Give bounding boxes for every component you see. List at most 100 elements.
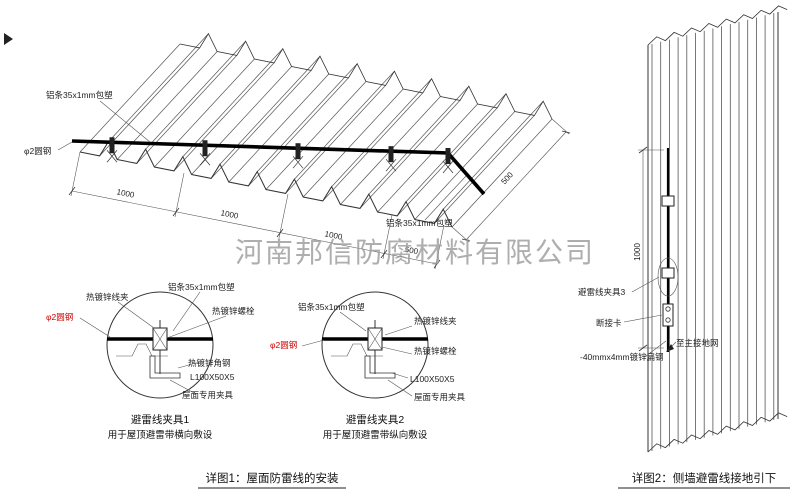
dim-tick — [380, 249, 388, 259]
leader-line — [166, 315, 227, 339]
disconnect-bolt — [665, 306, 671, 312]
leader-line — [645, 340, 667, 357]
leader-line — [391, 372, 409, 379]
captions: 详图1：屋面防雷线的安装 详图2：侧墙避雷线接地引下 — [198, 471, 790, 489]
rod-label: φ2圆钢 — [46, 312, 73, 322]
ridge-line — [108, 33, 209, 142]
ridge-line — [210, 70, 312, 179]
leader-line — [424, 175, 467, 221]
ridge-line — [302, 88, 404, 198]
extension-line — [551, 118, 570, 135]
to-ground-label: 至主接地网 — [676, 338, 719, 348]
dim-label: 1000 — [116, 187, 136, 199]
dimension-line — [465, 131, 567, 241]
dim-label: 1000 — [220, 208, 240, 220]
clamp-hatch — [367, 327, 383, 351]
leader-line — [387, 379, 413, 397]
leader-line — [623, 314, 663, 323]
ridge-line — [331, 78, 432, 187]
clamp-hatch — [385, 158, 397, 172]
ridge-line — [414, 111, 516, 220]
dim-label: 1000 — [324, 229, 344, 241]
dim-tick — [638, 146, 648, 154]
leader-line — [339, 311, 367, 332]
fixture-label: 屋面专用夹具 — [414, 392, 466, 402]
clamp-highlight-ellipse — [657, 257, 679, 297]
lightning-wire — [71, 139, 486, 196]
wall-top-profile — [647, 5, 788, 46]
ridge-line — [79, 43, 181, 153]
clamp-hatch — [442, 160, 454, 174]
caption-detail1: 详图1：屋面防雷线的安装 — [206, 471, 339, 485]
roof-back-profile — [179, 32, 553, 120]
bolt-label: 热镀锌螺栓 — [212, 306, 255, 316]
roof-dimension-chain: 1000 1000 1000 500 — [68, 151, 445, 270]
extension-line — [278, 193, 289, 239]
ridge-line — [173, 62, 275, 172]
ridge-line — [434, 115, 535, 224]
dim-tick — [68, 186, 76, 196]
ridge-line — [145, 40, 246, 150]
ridge-line — [442, 100, 544, 210]
clamp-hatch — [152, 327, 168, 351]
leader-line — [79, 317, 111, 338]
ridge-line — [154, 58, 255, 168]
leader-line — [169, 379, 197, 395]
fixture-label: 屋面专用夹具 — [182, 390, 234, 400]
wall-wire-clamp — [661, 267, 675, 279]
angle-steel — [149, 355, 181, 379]
roof-isometric-view: 铝条35x1mm包塑 φ2圆钢 铝条35x1mm包塑 1000 1000 100… — [24, 32, 571, 270]
wire-clamp-mark — [388, 146, 394, 163]
detail1-subtitle: 用于屋顶避雷带横向敷设 — [108, 429, 213, 441]
ridge-line — [368, 85, 470, 195]
roof-strip-label-bottom: 铝条35x1mm包塑 — [386, 218, 453, 228]
roof-front-profile — [79, 140, 453, 228]
leader-line — [57, 141, 73, 151]
roof-strip-label-top: 铝条35x1mm包塑 — [46, 90, 113, 100]
ridge-line — [405, 93, 507, 202]
detail-circle-2: 铝条35x1mm包塑 热镀锌线夹 φ2圆钢 热镀锌螺栓 L100X50X5 屋面… — [270, 291, 466, 441]
strip-label: 铝条35x1mm包塑 — [298, 302, 365, 312]
ridge-line — [322, 92, 424, 202]
wall-corrugation-lines — [651, 13, 775, 451]
extension-line — [70, 151, 81, 197]
ridge-line — [228, 73, 330, 183]
leader-line — [172, 291, 201, 332]
dim-tick — [433, 259, 441, 269]
dim-tick — [172, 207, 180, 217]
disconnect-card — [662, 303, 674, 327]
detail-circle-1: 热镀锌线夹 铝条35x1mm包塑 热镀锌螺栓 φ2圆钢 热镀锌角钢 L100X5… — [46, 282, 255, 441]
flat-steel-label: -40mmx4mm镀锌扁钢 — [580, 352, 664, 362]
leader-line — [301, 339, 325, 347]
detail1-title: 避雷线夹具1 — [131, 413, 189, 426]
wall-wire-clamp — [661, 195, 675, 207]
ridge-line — [294, 70, 395, 180]
leader-line — [384, 325, 413, 336]
angle-size-label: L100X50X5 — [190, 372, 235, 382]
dim-label: 1000 — [633, 243, 642, 261]
ridge-line — [451, 118, 553, 228]
dim-tick — [638, 344, 648, 352]
roof-rod-label: φ2圆钢 — [24, 146, 51, 156]
company-watermark: 河南邦信防腐材料有限公司 — [235, 237, 595, 269]
leader-line — [177, 361, 201, 369]
dim-label: 500 — [499, 170, 515, 186]
strip-label: 铝条35x1mm包塑 — [168, 282, 235, 292]
angle-label: 热镀锌角钢 — [188, 358, 231, 368]
extension-line — [174, 172, 185, 218]
detail2-subtitle: 用于屋顶避雷带纵向敷设 — [323, 429, 428, 441]
clamp-hatch — [106, 150, 118, 163]
ridge-line — [182, 48, 284, 157]
detail-circle — [321, 291, 429, 399]
disconnect-label: 断接卡 — [596, 318, 622, 328]
wire-clamp-mark — [109, 137, 115, 154]
angle-steel — [364, 355, 396, 379]
caption-detail2: 详图2：侧墙避雷线接地引下 — [632, 471, 776, 485]
bolt-label: 热镀锌螺栓 — [414, 346, 457, 356]
clamp-hatch — [292, 155, 304, 169]
wall-bottom-profile — [647, 412, 788, 453]
ridge-line — [248, 77, 349, 187]
wire-clamp-mark — [445, 147, 451, 164]
detail-circle — [106, 291, 214, 399]
